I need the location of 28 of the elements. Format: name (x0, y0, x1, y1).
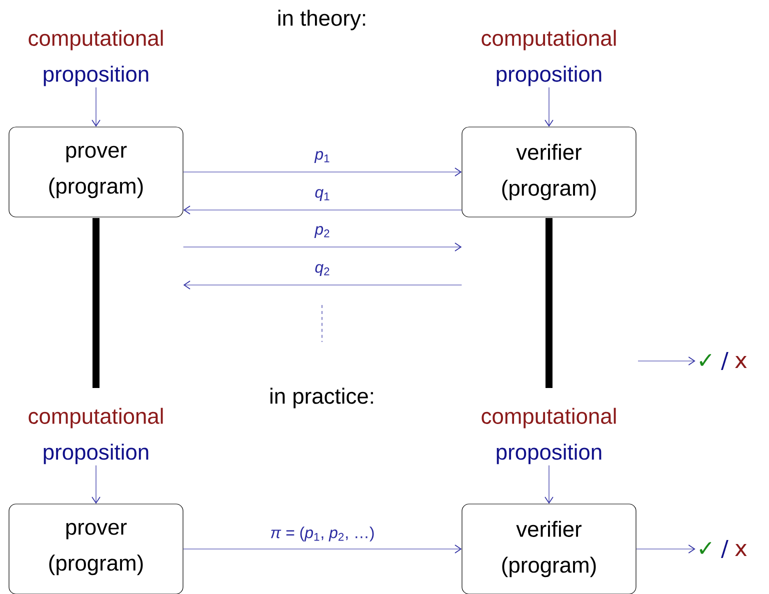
edge-label: p$_{2}$ (314, 225, 332, 239)
result-text: ✓ / x (700, 540, 747, 558)
arrow (636, 544, 696, 554)
arrow (638, 356, 696, 366)
arrow (183, 242, 462, 252)
edge-label: q$_{2}$ (314, 263, 332, 277)
proposition-text: computational proposition (28, 30, 163, 86)
program-box: prover (program) (8, 126, 184, 218)
program-box: verifier (program) (462, 504, 636, 594)
arrow (92, 87, 100, 127)
arrow (544, 465, 554, 504)
program-box: prover (program) (8, 504, 184, 594)
result-text: ✓ / x (700, 352, 747, 370)
arrow (183, 544, 462, 554)
arrow (544, 87, 554, 127)
proposition-text: computational proposition (28, 408, 163, 464)
edge-label: q$_{1}$ (314, 188, 332, 202)
proposition-text: computational proposition (482, 30, 616, 86)
section-heading: in practice: (270, 388, 373, 408)
proposition-text: computational proposition (482, 408, 616, 464)
arrow (183, 168, 462, 176)
arrow (183, 206, 462, 214)
program-box: verifier (program) (462, 126, 636, 218)
section-heading: in theory: (278, 10, 366, 30)
arrow (183, 280, 462, 290)
arrow (92, 465, 100, 504)
edge-label: p$_{1}$ (314, 150, 332, 164)
edge-label: π = (p$_{1}$, p$_{2}$, …) (269, 526, 376, 542)
